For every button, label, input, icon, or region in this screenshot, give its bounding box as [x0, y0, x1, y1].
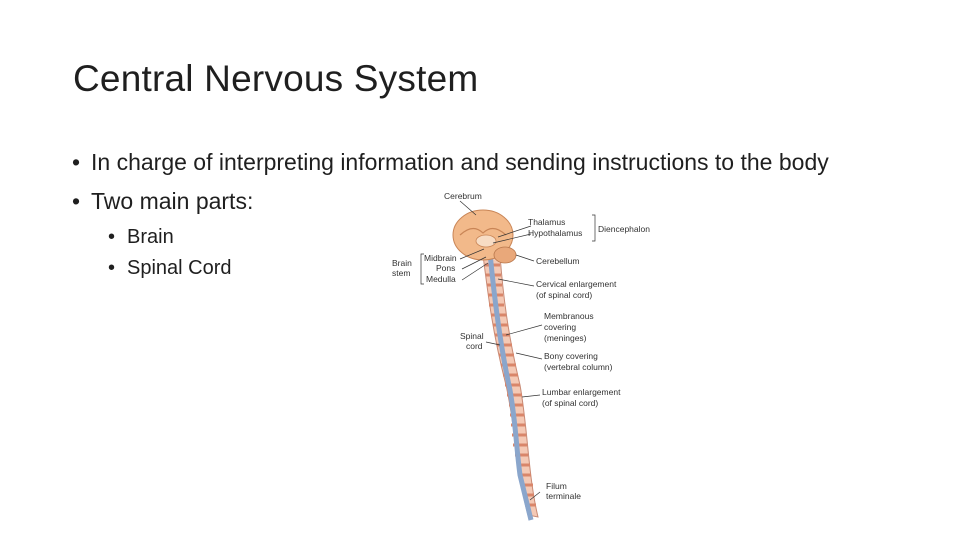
- label-spinal-cord-2: cord: [466, 341, 483, 351]
- label-cervical-2: (of spinal cord): [536, 290, 592, 300]
- label-midbrain: Midbrain: [424, 253, 457, 263]
- label-cervical: Cervical enlargement: [536, 279, 617, 289]
- bullet-text: In charge of interpreting information an…: [91, 149, 829, 175]
- cerebellum-region: [494, 247, 516, 263]
- bullet-dot-icon: •: [108, 222, 115, 253]
- label-membranous-2: covering: [544, 322, 576, 332]
- cns-illustration: Cerebrum Thalamus Hypothalamus Diencepha…: [388, 185, 668, 525]
- label-brain-stem: Brain: [392, 258, 412, 268]
- label-thalamus: Thalamus: [528, 217, 565, 227]
- bullet-dot-icon: •: [108, 253, 115, 284]
- thalamus-region: [476, 235, 496, 247]
- label-lumbar: Lumbar enlargement: [542, 387, 621, 397]
- label-diencephalon: Diencephalon: [598, 224, 650, 234]
- cns-diagram: Cerebrum Thalamus Hypothalamus Diencepha…: [388, 185, 668, 525]
- sub-bullet-text: Brain: [127, 226, 174, 248]
- label-membranous-3: (meninges): [544, 333, 587, 343]
- bullet-text: Two main parts:: [91, 188, 253, 214]
- label-membranous: Membranous: [544, 311, 594, 321]
- label-filum-2: terminale: [546, 491, 581, 501]
- label-spinal-cord: Spinal: [460, 331, 484, 341]
- label-bony: Bony covering: [544, 351, 598, 361]
- label-filum: Filum: [546, 481, 567, 491]
- slide-title: Central Nervous System: [73, 58, 478, 100]
- label-bony-2: (vertebral column): [544, 362, 613, 372]
- sub-bullet-text: Spinal Cord: [127, 257, 232, 279]
- bullet-item: • In charge of interpreting information …: [72, 148, 892, 177]
- label-brain-stem-2: stem: [392, 268, 410, 278]
- label-cerebrum: Cerebrum: [444, 191, 482, 201]
- label-lumbar-2: (of spinal cord): [542, 398, 598, 408]
- bullet-dot-icon: •: [72, 148, 80, 177]
- bullet-dot-icon: •: [72, 187, 80, 216]
- label-cerebellum: Cerebellum: [536, 256, 579, 266]
- label-pons: Pons: [436, 263, 455, 273]
- label-hypothalamus: Hypothalamus: [528, 228, 582, 238]
- label-medulla: Medulla: [426, 274, 456, 284]
